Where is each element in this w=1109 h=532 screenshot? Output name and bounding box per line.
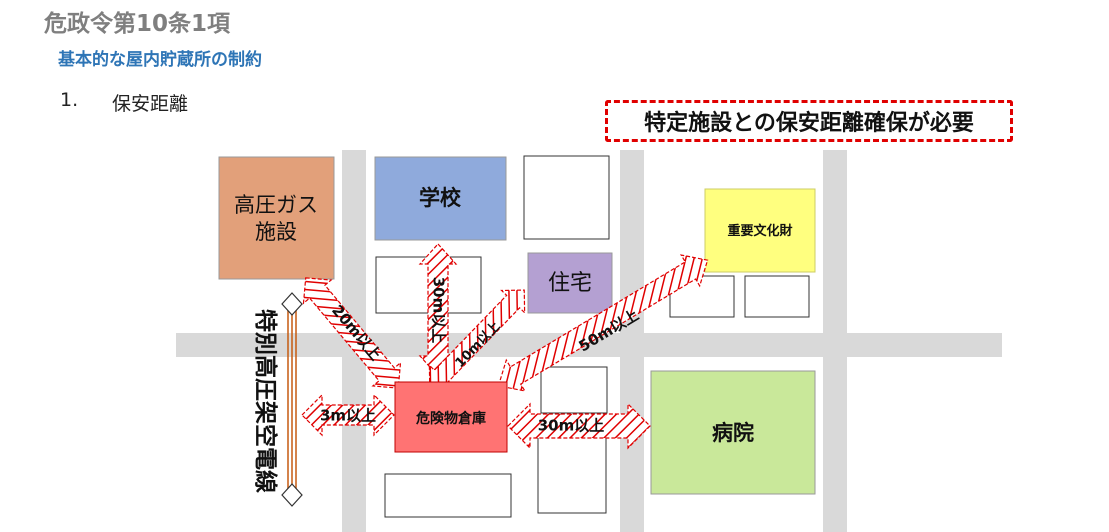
list-item-number: 1. — [60, 89, 79, 111]
power-line-label: 特別高圧架空電線 — [252, 309, 279, 493]
distance-label-school: 30m以上 — [430, 277, 448, 344]
building-plain — [384, 473, 512, 518]
gas-facility-label-1: 高圧ガス — [234, 193, 318, 217]
cultural-property-label: 重要文化財 — [727, 223, 792, 239]
page-title: 危政令第10条1項 — [44, 11, 231, 37]
arrow-to-house — [428, 289, 526, 389]
building-plain — [540, 366, 608, 414]
distance-label-hospital: 30m以上 — [538, 417, 605, 435]
building-plain — [537, 432, 607, 514]
building-plain — [744, 275, 810, 318]
house — [527, 252, 613, 314]
building-plain — [523, 155, 610, 240]
arrow-to-school — [418, 243, 458, 377]
cultural-property — [704, 188, 816, 273]
page-subtitle: 基本的な屋内貯蔵所の制約 — [58, 50, 262, 70]
list-item-text: 保安距離 — [112, 93, 189, 115]
tower-top-icon — [281, 292, 303, 316]
house-label: 住宅 — [548, 271, 592, 296]
school — [374, 156, 507, 241]
notice-box: 特定施設との保安距離確保が必要 — [605, 100, 1013, 142]
hospital — [650, 370, 816, 495]
tower-bottom-icon — [281, 483, 303, 507]
arrow-to-hospital — [507, 402, 651, 450]
hazardous-warehouse — [394, 381, 508, 453]
arrow-to-power-line — [301, 393, 395, 437]
gas-facility — [218, 156, 335, 280]
arrow-to-cultural-property — [497, 254, 709, 392]
power-line — [281, 292, 303, 507]
school-label: 学校 — [419, 186, 462, 210]
gas-facility-label-2: 施設 — [255, 220, 297, 244]
hazardous-warehouse-label: 危険物倉庫 — [415, 410, 486, 427]
distance-arrows — [301, 243, 709, 450]
distance-label-power-line: 3m以上 — [320, 407, 376, 425]
hospital-label: 病院 — [712, 421, 754, 445]
